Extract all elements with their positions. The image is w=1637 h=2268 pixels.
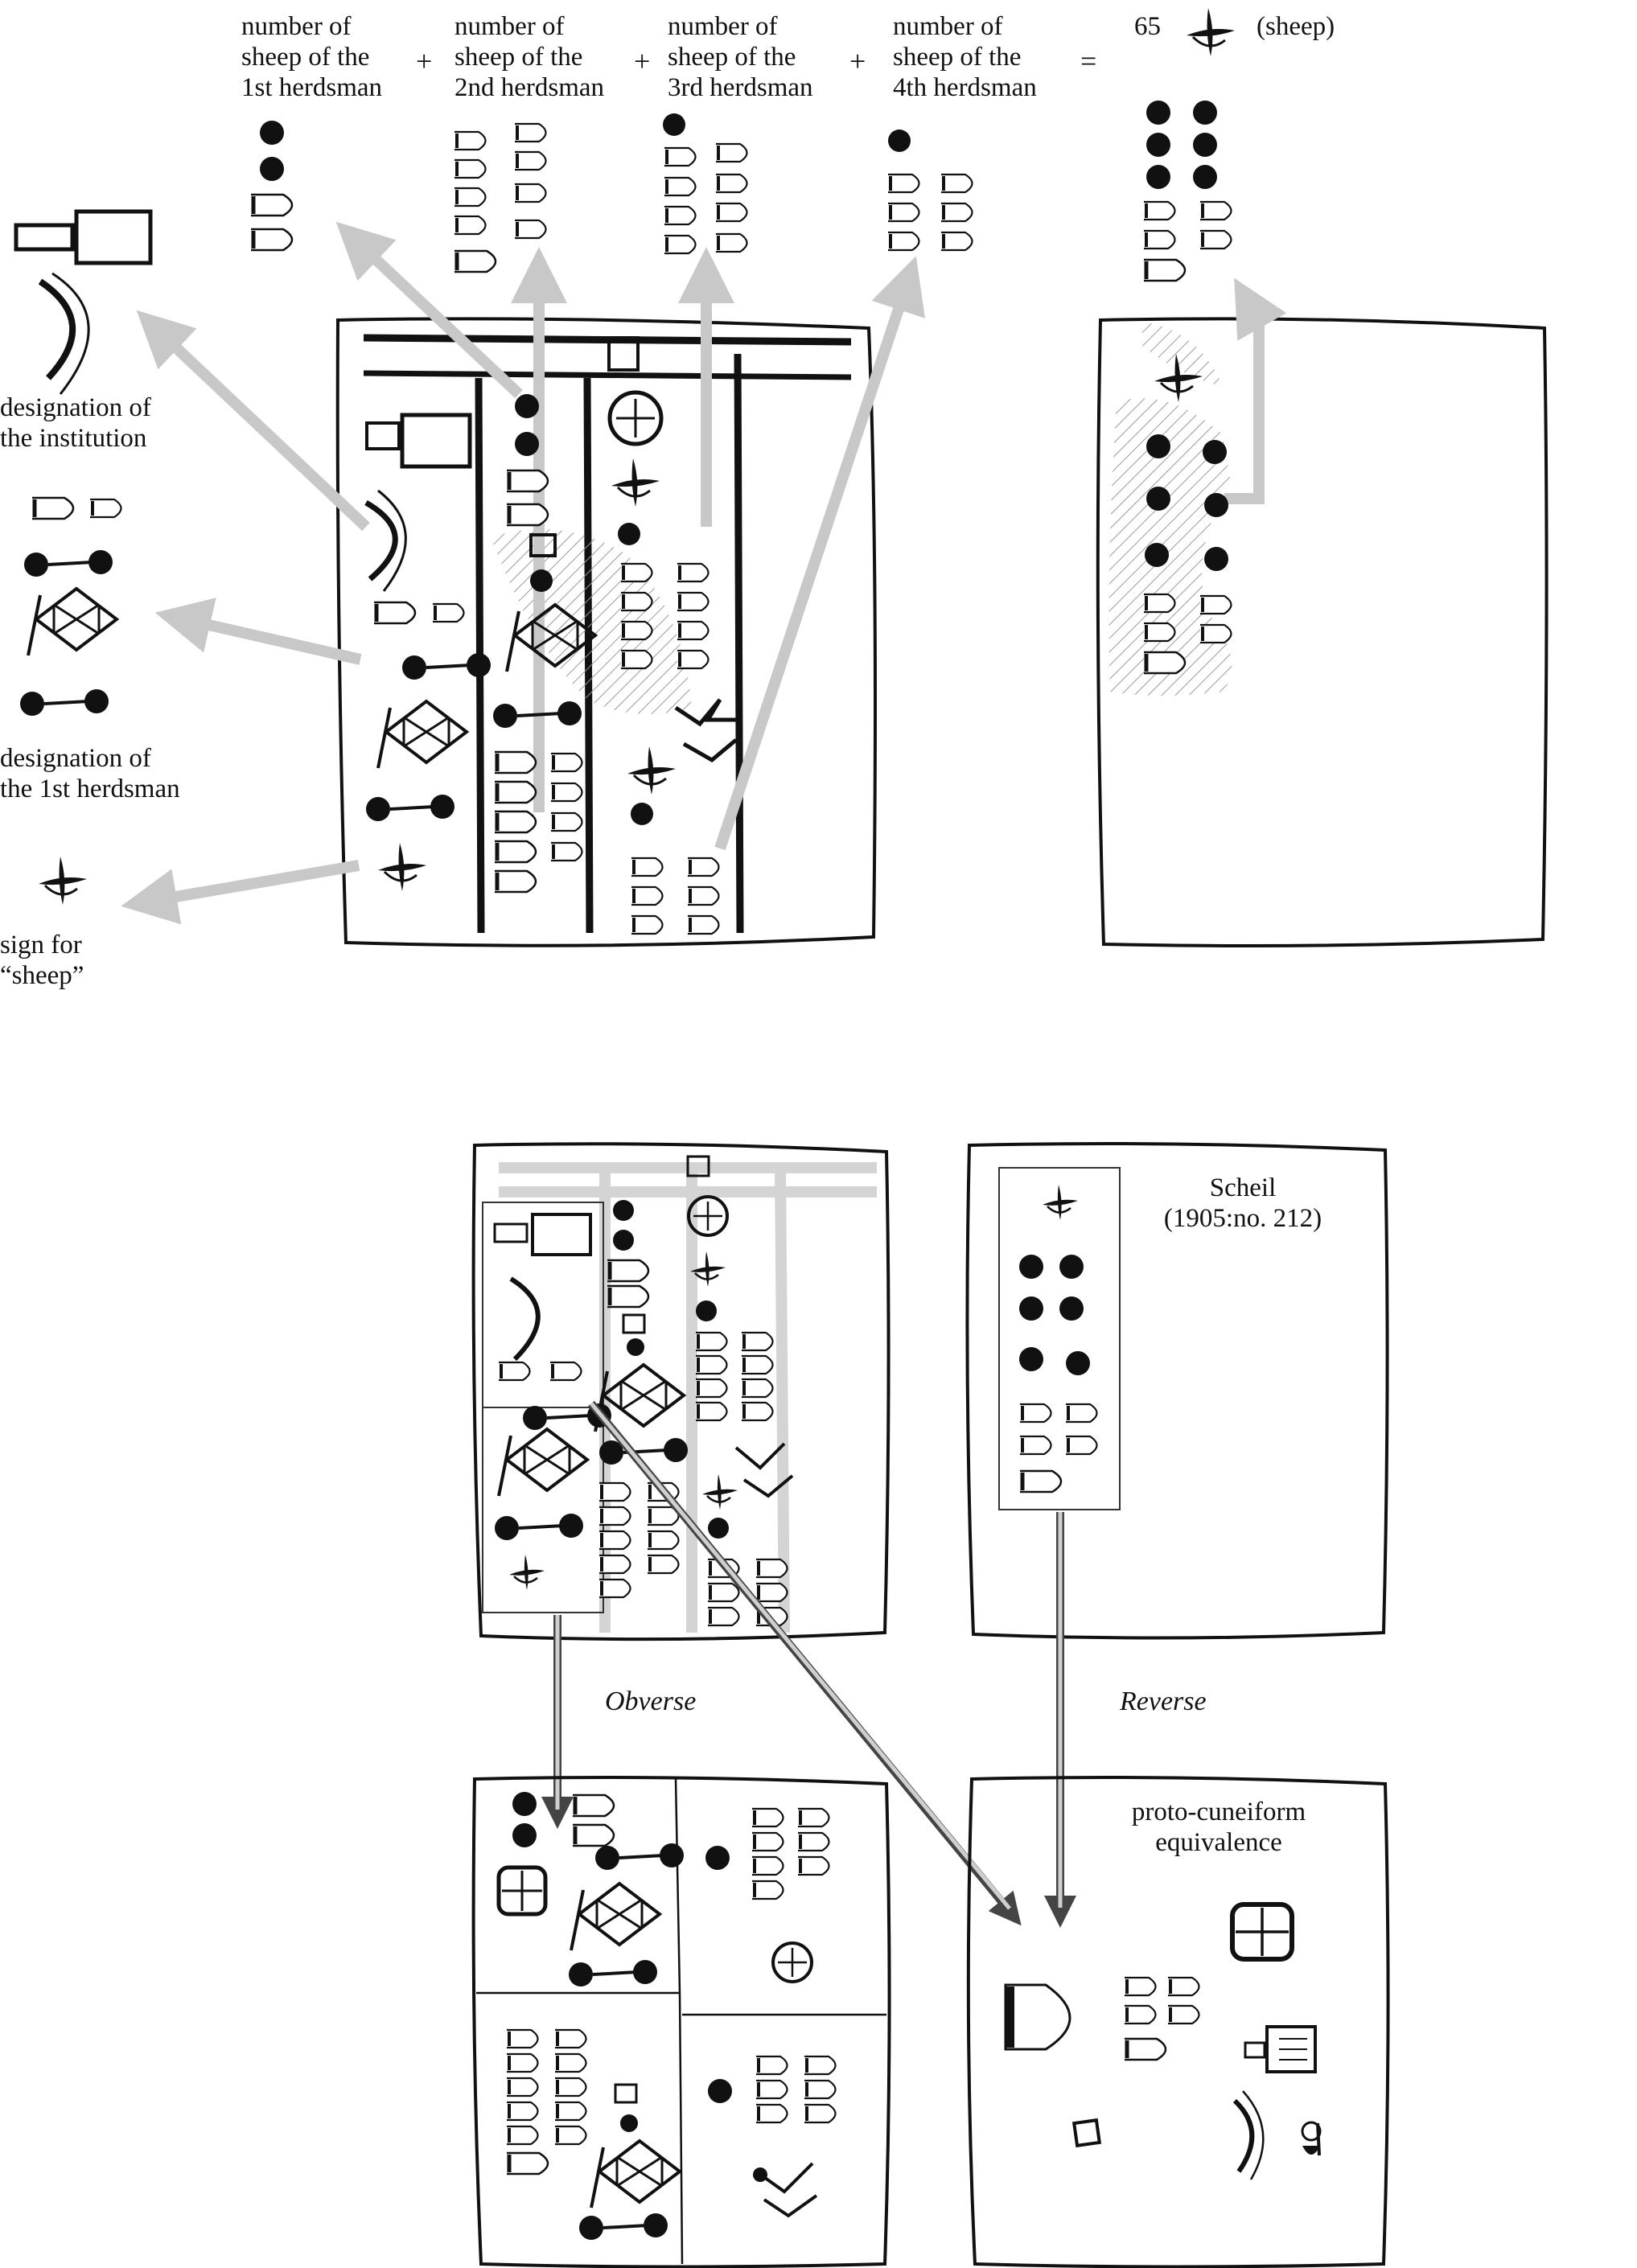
numeral-glyph — [433, 604, 464, 622]
herdsman-glyph — [378, 701, 467, 768]
sheep-sign-glyph — [627, 746, 676, 795]
label-sheep-sign: sign for “sheep” — [0, 930, 161, 991]
source-citation: Scheil (1905:no. 212) — [1122, 1173, 1363, 1234]
obverse-copy-ruling — [499, 1168, 877, 1633]
numeral-dot — [631, 803, 653, 825]
header-label-3rd-herdsman: number of sheep of the 3rd herdsman — [668, 11, 853, 103]
hatched-damage-area — [491, 529, 692, 714]
sheep-sign-glyph — [378, 843, 426, 891]
selection-frame — [483, 1407, 603, 1613]
plus-sign: + — [416, 44, 432, 78]
institution-sign-glyph — [610, 392, 661, 444]
numeral-glyph — [551, 843, 582, 861]
reverse-caption: Reverse — [1120, 1687, 1207, 1717]
obverse-equivalence-glyphs — [499, 1792, 836, 2240]
institution-curve-glyph — [366, 491, 405, 591]
plus-sign: + — [634, 44, 650, 78]
herdsman-glyph — [402, 653, 491, 680]
obverse-caption: Obverse — [605, 1687, 696, 1717]
herdsman-glyph — [366, 795, 454, 821]
glyph-dot — [530, 569, 553, 592]
numeral-dot — [515, 432, 539, 456]
reverse-selection-frame — [999, 1168, 1120, 1510]
numeral-glyph — [551, 813, 582, 831]
numeral-glyph — [551, 783, 582, 801]
numeral-glyph — [495, 752, 536, 773]
header-numerals-3 — [663, 113, 747, 253]
header-label-4th-herdsman: number of sheep of the 4th herdsman — [893, 11, 1078, 103]
ruling-line — [364, 373, 851, 377]
numeral-dot — [515, 394, 539, 418]
header-numerals-4 — [888, 129, 973, 250]
label-institution: designation of the institution — [0, 392, 209, 454]
header-numerals-1 — [251, 121, 292, 250]
total-sheep-number: 65 — [1134, 11, 1161, 42]
obverse-copy-glyphs — [495, 1157, 792, 1625]
left-herdsman-sign — [20, 498, 121, 716]
header-sheep-sign — [1187, 8, 1235, 56]
numeral-glyph — [495, 782, 536, 803]
numeral-glyph — [507, 470, 548, 491]
sheep-sign-glyph — [611, 458, 660, 507]
equals-sign: = — [1080, 44, 1096, 78]
left-sheep-sign — [39, 857, 87, 905]
label-1st-herdsman: designation of the 1st herdsman — [0, 743, 225, 804]
numeral-glyph — [507, 504, 548, 525]
header-numerals-2 — [454, 124, 546, 272]
left-institution-sign — [16, 212, 150, 394]
column-divider — [738, 354, 740, 933]
numeral-glyph — [551, 754, 582, 771]
numeral-dot — [618, 523, 640, 545]
numeral-group — [631, 858, 719, 934]
header-numerals-total — [1144, 101, 1232, 281]
numeral-glyph — [495, 871, 536, 892]
institution-sign-glyph — [367, 415, 470, 466]
reverse-equivalence-glyphs — [1006, 1904, 1320, 2180]
numeral-glyph — [495, 841, 536, 862]
reverse-copy-glyphs — [1019, 1185, 1097, 1492]
equivalence-label: proto-cuneiform equivalence — [1098, 1797, 1339, 1858]
glyph-stroke — [684, 740, 736, 760]
numeral-glyph — [374, 602, 415, 623]
numeral-glyph — [495, 811, 536, 832]
header-label-1st-herdsman: number of sheep of the 1st herdsman — [241, 11, 426, 103]
plus-sign: + — [849, 44, 866, 78]
total-sheep-unit: (sheep) — [1257, 11, 1335, 42]
header-label-2nd-herdsman: number of sheep of the 2nd herdsman — [454, 11, 648, 103]
